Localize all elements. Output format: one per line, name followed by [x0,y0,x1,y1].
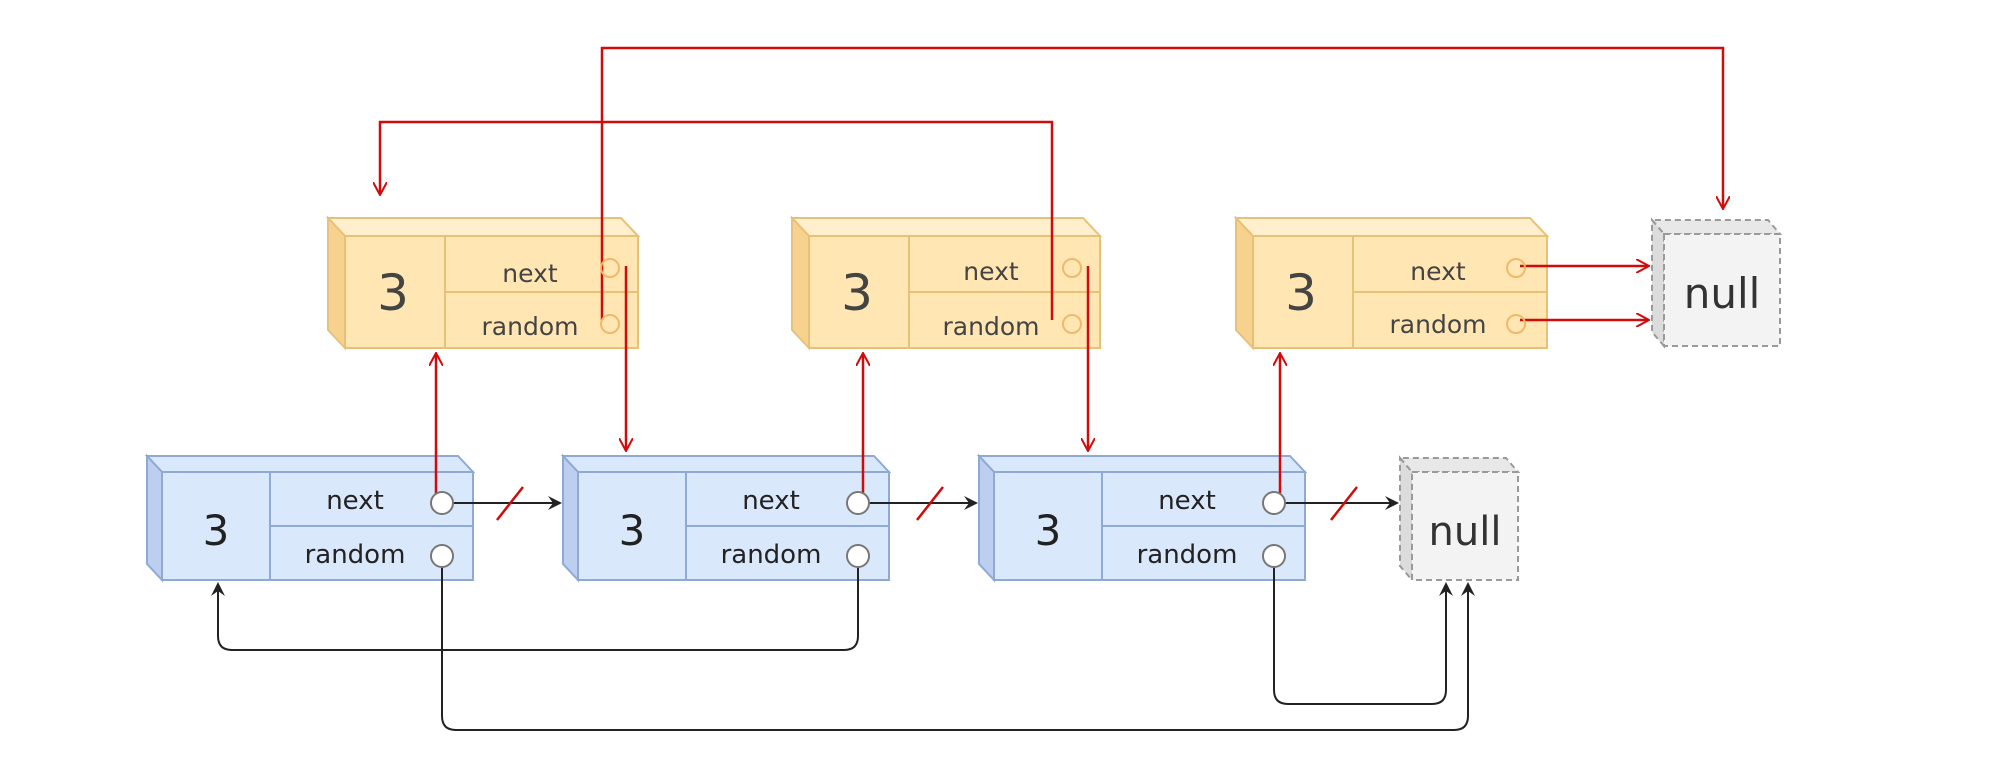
random-arrow [441,556,1475,731]
original-node-top-face [144,455,476,473]
copy-node-side-face [791,215,810,351]
random-arrow [211,556,859,651]
original-node-side-face [978,453,995,583]
copy-node-value-cell [344,235,446,349]
copy-node-value-cell [808,235,910,349]
original-node-next-label: next [742,486,800,516]
null-box-front-face [1663,233,1781,347]
original-node-next-label: next [326,486,384,516]
random-arrow [1273,556,1453,705]
pointer-dot [1062,314,1082,334]
original-node-random-label: random [1137,540,1238,570]
copy-node-next-cell [908,235,1101,293]
copy-random-arrow [380,120,1054,320]
pointer-dot [846,491,870,515]
slash-mark [1330,486,1358,521]
slash-mark [916,486,944,521]
original-node-random-label: random [721,540,822,570]
copy-node-random-label: random [1390,310,1487,339]
copy-node-value: 3 [1285,264,1317,322]
copy-node-next-label: next [502,259,558,288]
original-node-next-label: next [1158,486,1216,516]
original-node-side-face [562,453,579,583]
copy-node-next-cell [444,235,639,293]
original-node-3: 3 next random [976,453,1308,583]
copy-node-random-cell [1352,291,1548,349]
pointer-dot [600,258,620,278]
null-box-top-face [1649,219,1783,235]
pointer-dot [1262,491,1286,515]
copy-node-side-face [1235,215,1254,351]
copy-pointers [380,46,1723,503]
original-node-random-label: random [305,540,406,570]
original-node-2: 3 next random [560,453,892,583]
copy-pointer-dots [600,258,1526,334]
pointer-dot [430,544,454,568]
pointer-dot [1062,258,1082,278]
pointer-dot [1506,258,1526,278]
original-pointer-dots [430,491,1286,568]
pointer-dot [600,314,620,334]
copy-node-random-label: random [943,312,1040,341]
copy-node-3: 3 next random [1233,215,1550,351]
broken-link-marks [496,486,1358,521]
original-null-box: null [1397,455,1521,583]
copy-node-value: 3 [841,264,873,322]
copy-node-next-label: next [1410,257,1466,286]
copy-node-top-face [1233,217,1550,237]
null-box-top-face [1397,457,1521,473]
original-random-pointers [211,556,1475,731]
copy-node-2: 3 next random [789,215,1103,351]
original-node-top-face [560,455,892,473]
copy-node-random-cell [444,291,639,349]
copy-node-side-face [327,215,346,351]
pointer-dot [1506,314,1526,334]
copy-null-box: null [1649,217,1783,349]
original-node-1: 3 next random [144,453,476,583]
copy-node-top-face [325,217,641,237]
original-node-top-face [976,455,1308,473]
original-node-value-cell [993,471,1103,581]
copy-node-1: 3 next random [325,215,641,351]
copy-node-value: 3 [377,264,409,322]
pointer-dot [430,491,454,515]
original-node-side-face [146,453,163,583]
copy-node-next-cell [1352,235,1548,293]
copy-node-random-label: random [482,312,579,341]
null-box-side-face [1651,217,1665,349]
original-node-value: 3 [1035,506,1062,555]
original-node-value: 3 [619,506,646,555]
original-node-value-cell [161,471,271,581]
null-label: null [1684,269,1761,318]
original-node-value: 3 [203,506,230,555]
copy-node-top-face [789,217,1103,237]
copy-node-next-label: next [963,257,1019,286]
pointer-dot [1262,544,1286,568]
slash-mark [496,486,524,521]
copy-random-arrow [600,46,1723,320]
null-box-side-face [1399,455,1413,583]
null-box-front-face [1411,471,1519,581]
null-label: null [1429,509,1502,555]
copy-node-random-cell [908,291,1101,349]
pointer-dot [846,544,870,568]
